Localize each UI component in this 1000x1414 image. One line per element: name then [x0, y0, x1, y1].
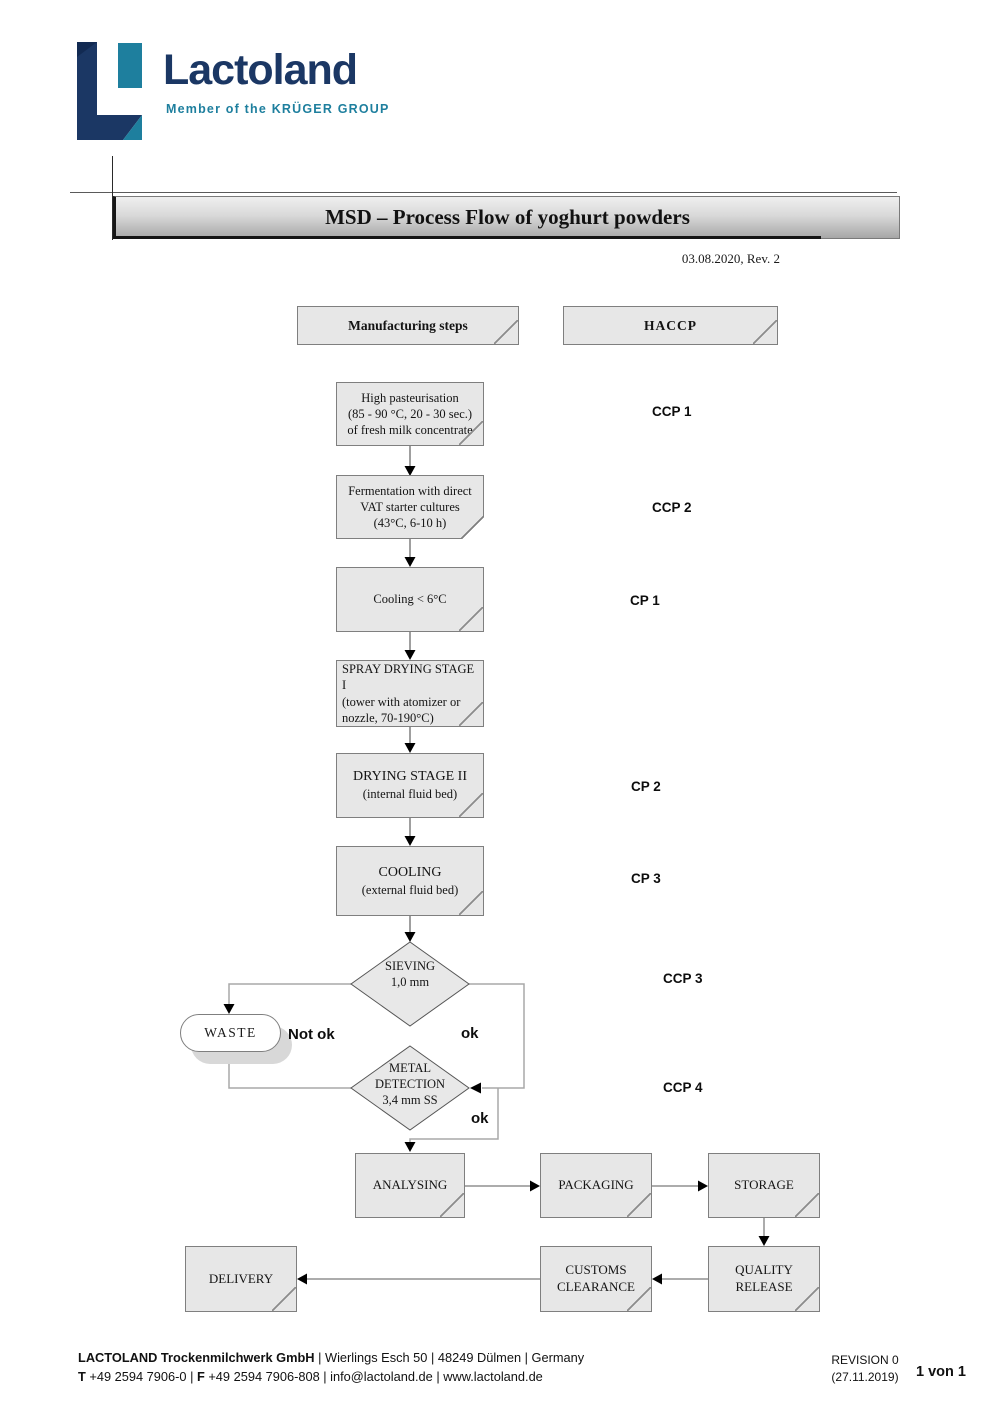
step-box-cooling-6c: Cooling < 6°C [336, 567, 484, 632]
step-box-quality-release: QUALITY RELEASE [708, 1246, 820, 1312]
step-box-customs-clearance: CUSTOMS CLEARANCE [540, 1246, 652, 1312]
step-box-drying-stage-2: DRYING STAGE II (internal fluid bed) [336, 753, 484, 818]
footer-address: | Wierlings Esch 50 | 48249 Dülmen | Ger… [314, 1350, 585, 1365]
step-box-delivery: DELIVERY [185, 1246, 297, 1312]
step-box-spray-drying-stage-1: SPRAY DRYING STAGE I (tower with atomize… [336, 660, 484, 727]
label-not-ok: Not ok [288, 1026, 335, 1043]
header-rule [70, 192, 897, 193]
footer-company: LACTOLAND Trockenmilchwerk GmbH [78, 1350, 315, 1365]
haccp-label-cp1: CP 1 [630, 593, 660, 608]
footer-contact: LACTOLAND Trockenmilchwerk GmbH | Wierli… [78, 1349, 584, 1386]
date-revision: 03.08.2020, Rev. 2 [681, 251, 780, 266]
footer-revision: REVISION 0 (27.11.2019) [831, 1353, 899, 1384]
step-box-storage: STORAGE [708, 1153, 820, 1218]
footer-page-number: 1 von 1 [916, 1364, 966, 1380]
haccp-label-ccp3: CCP 3 [663, 971, 703, 986]
step-box-fermentation: Fermentation with direct VAT starter cul… [336, 475, 484, 539]
lactoland-logo-icon [77, 42, 142, 140]
footer-phone-label: T [78, 1368, 86, 1384]
title-bar: MSD – Process Flow of yoghurt powders [113, 196, 900, 239]
brand-name: Lactoland [163, 46, 358, 94]
footer-fax-email-web: +49 2594 7906-808 | info@lactoland.de | … [204, 1368, 543, 1384]
page-title: MSD – Process Flow of yoghurt powders [325, 205, 690, 229]
title-underline [113, 236, 821, 239]
step-box-cooling-fluid-bed: COOLING (external fluid bed) [336, 846, 484, 916]
decision-sieving: SIEVING 1,0 mm [385, 959, 435, 989]
brand-tagline: Member of the KRÜGER GROUP [166, 102, 390, 116]
step-box-high-pasteurisation: High pasteurisation (85 - 90 °C, 20 - 30… [336, 382, 484, 446]
header-vertical-line [112, 156, 113, 240]
step-box-packaging: PACKAGING [540, 1153, 652, 1218]
footer-phone: +49 2594 7906-0 | [85, 1368, 197, 1384]
haccp-label-ccp2: CCP 2 [652, 500, 692, 515]
haccp-label-cp3: CP 3 [631, 871, 661, 886]
waste-terminator: WASTE [180, 1014, 281, 1052]
label-ok-metal: ok [471, 1110, 489, 1127]
decision-metal-detection: METAL DETECTION 3,4 mm SS [374, 1061, 446, 1107]
step-box-analysing: ANALYSING [355, 1153, 465, 1218]
column-header-haccp: HACCP [563, 306, 778, 345]
footer-fax-label: F [196, 1368, 205, 1384]
haccp-label-ccp4: CCP 4 [663, 1080, 703, 1095]
label-ok-sieving: ok [461, 1025, 479, 1042]
haccp-label-ccp1: CCP 1 [652, 404, 692, 419]
haccp-label-cp2: CP 2 [631, 779, 661, 794]
column-header-manufacturing-steps: Manufacturing steps [297, 306, 519, 345]
